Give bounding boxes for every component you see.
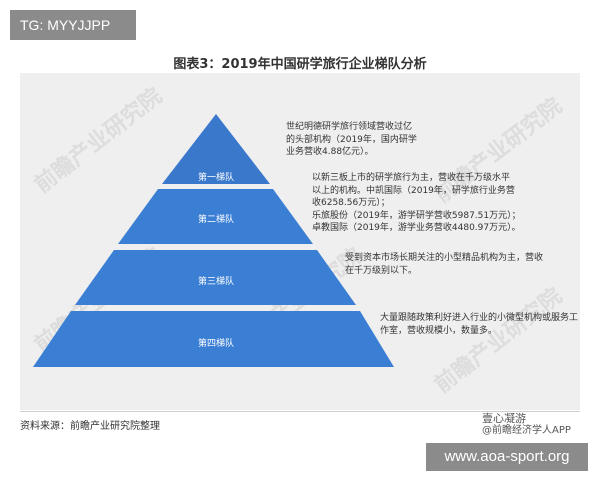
tier-1-shape: [162, 114, 270, 184]
tier-1-description: 世纪明德研学旅行领域营收过亿 的头部机构（2019年，国内研学 业务营收4.88…: [286, 122, 417, 157]
pyramid: [33, 114, 394, 367]
tier-2-description: 以新三板上市的研学旅行为主，营收在千万级水平 以上的机构。中凯国际（2019年，…: [312, 173, 521, 233]
tier-3-shape: [75, 250, 356, 305]
brand-handle: @前瞻经济学人APP: [482, 425, 571, 436]
tier-1-label: 第一梯队: [197, 173, 234, 183]
site-tag: www.aoa-sport.org: [426, 443, 588, 471]
tier-3-label: 第三梯队: [197, 277, 234, 287]
tier-3-description: 受到资本市场长期关注的小型精品机构为主，营收 在千万级别以下。: [345, 253, 544, 276]
source-note: 资料来源：前瞻产业研究院整理: [20, 421, 160, 432]
tg-tag: TG: MYYJJPP: [10, 10, 136, 40]
brand-name: 壹心凝游: [482, 412, 526, 425]
tier-4-shape: [33, 311, 394, 367]
tier-2-shape: [118, 189, 313, 244]
tier-4-label: 第四梯队: [197, 339, 234, 349]
brand-mark: 壹心凝游 @前瞻经济学人APP: [482, 413, 571, 437]
diagram-title: 图表3：2019年中国研学旅行企业梯队分析: [173, 57, 427, 72]
tier-4-description: 大量跟随政策利好进入行业的小微型机构或服务工 作室，营收规模小，数量多。: [380, 313, 579, 336]
tier-2-label: 第二梯队: [197, 215, 234, 225]
divider: [20, 411, 580, 412]
